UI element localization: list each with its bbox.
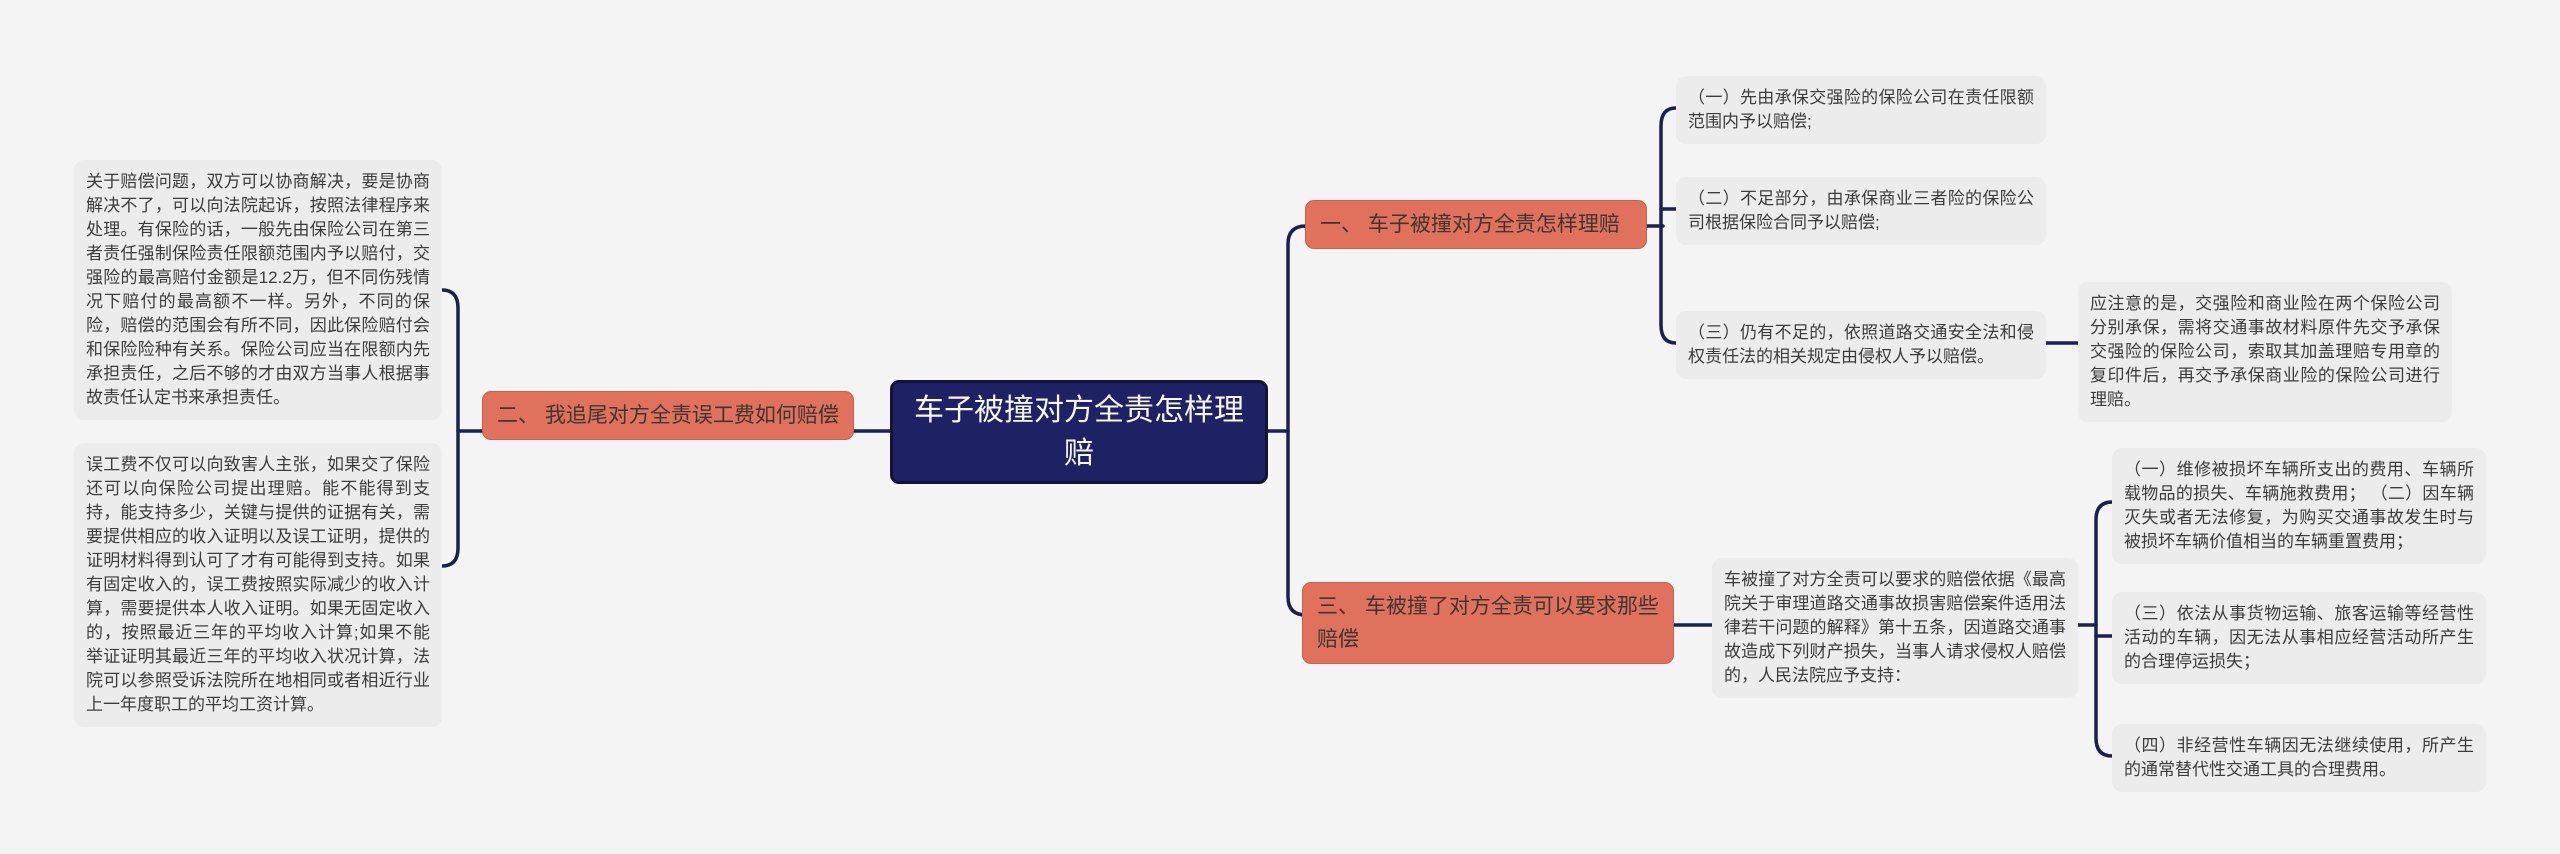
branch-1-item-3-text: （三）仍有不足的，依照道路交通安全法和侵权责任法的相关规定由侵权人予以赔偿。 — [1688, 323, 2034, 366]
connector-left-bracket — [440, 288, 460, 568]
connector-branch3-bracket — [2094, 500, 2114, 758]
branch-2-note-1-text: 关于赔偿问题，双方可以协商解决，要是协商解决不了，可以向法院起诉，按照法律程序来… — [86, 172, 430, 407]
branch-3-item-2-text: （三）依法从事货物运输、旅客运输等经营性活动的车辆，因无法从事相应经营活动所产生… — [2124, 604, 2474, 671]
branch-3-item-2-card[interactable]: （三）依法从事货物运输、旅客运输等经营性活动的车辆，因无法从事相应经营活动所产生… — [2112, 592, 2486, 684]
branch-1-item-1-text: （一）先由承保交强险的保险公司在责任限额范围内予以赔偿; — [1688, 88, 2034, 131]
connector-right-bracket — [1286, 224, 1308, 617]
branch-1-item-2-text: （二）不足部分，由承保商业三者险的保险公司根据保险合同予以赔偿; — [1688, 189, 2034, 232]
branch-3-intro-text: 车被撞了对方全责可以要求的赔偿依据《最高院关于审理道路交通事故损害赔偿案件适用法… — [1724, 570, 2066, 685]
branch-3-intro-card[interactable]: 车被撞了对方全责可以要求的赔偿依据《最高院关于审理道路交通事故损害赔偿案件适用法… — [1712, 558, 2078, 698]
branch-3-item-3-card[interactable]: （四）非经营性车辆因无法继续使用，所产生的通常替代性交通工具的合理费用。 — [2112, 724, 2486, 792]
branch-3-label: 三、 车被撞了对方全责可以要求那些赔偿 — [1317, 595, 1659, 651]
branch-1-note-text: 应注意的是，交强险和商业险在两个保险公司分别承保，需将交通事故材料原件先交予承保… — [2090, 294, 2440, 409]
root-node-label: 车子被撞对方全责怎样理赔 — [914, 394, 1244, 470]
branch-1-item-3-card[interactable]: （三）仍有不足的，依照道路交通安全法和侵权责任法的相关规定由侵权人予以赔偿。 — [1676, 311, 2046, 379]
root-node[interactable]: 车子被撞对方全责怎样理赔 — [890, 380, 1268, 484]
branch-2-note-1-card[interactable]: 关于赔偿问题，双方可以协商解决，要是协商解决不了，可以向法院起诉，按照法律程序来… — [74, 160, 442, 420]
branch-1-note-card[interactable]: 应注意的是，交强险和商业险在两个保险公司分别承保，需将交通事故材料原件先交予承保… — [2078, 282, 2452, 422]
branch-3-item-1-text: （一）维修被损坏车辆所支出的费用、车辆所载物品的损失、车辆施救费用； （二）因车… — [2124, 460, 2474, 551]
branch-1-item-1-card[interactable]: （一）先由承保交强险的保险公司在责任限额范围内予以赔偿; — [1676, 76, 2046, 144]
connector-branch1-bracket — [1659, 106, 1678, 345]
branch-1-label: 一、 车子被撞对方全责怎样理赔 — [1320, 213, 1620, 236]
branch-3-item-1-card[interactable]: （一）维修被损坏车辆所支出的费用、车辆所载物品的损失、车辆施救费用； （二）因车… — [2112, 448, 2486, 564]
branch-2-node[interactable]: 二、 我追尾对方全责误工费如何赔偿 — [482, 391, 854, 440]
branch-2-note-2-card[interactable]: 误工费不仅可以向致害人主张，如果交了保险还可以向保险公司提出理赔。能不能得到支持… — [74, 443, 442, 727]
branch-2-note-2-text: 误工费不仅可以向致害人主张，如果交了保险还可以向保险公司提出理赔。能不能得到支持… — [86, 455, 430, 714]
branch-3-item-3-text: （四）非经营性车辆因无法继续使用，所产生的通常替代性交通工具的合理费用。 — [2124, 736, 2474, 779]
branch-1-item-2-card[interactable]: （二）不足部分，由承保商业三者险的保险公司根据保险合同予以赔偿; — [1676, 177, 2046, 245]
branch-3-node[interactable]: 三、 车被撞了对方全责可以要求那些赔偿 — [1302, 582, 1674, 664]
branch-2-label: 二、 我追尾对方全责误工费如何赔偿 — [497, 404, 839, 427]
branch-1-node[interactable]: 一、 车子被撞对方全责怎样理赔 — [1305, 200, 1647, 249]
